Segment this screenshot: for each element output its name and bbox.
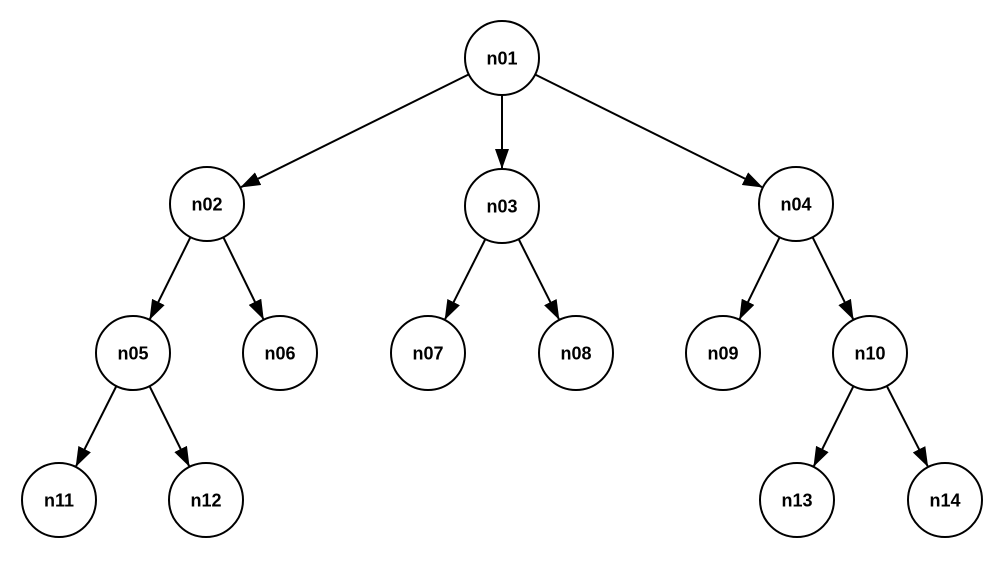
node-n08: n08 xyxy=(538,315,614,391)
edge-n05-n11 xyxy=(75,385,118,467)
edge-n04-n09 xyxy=(738,236,781,320)
node-label-n02: n02 xyxy=(191,194,222,214)
node-n13: n13 xyxy=(759,462,835,538)
node-n05: n05 xyxy=(95,315,171,391)
node-circle-n06 xyxy=(242,315,318,391)
node-label-n01: n01 xyxy=(486,48,517,68)
node-n09: n09 xyxy=(685,315,761,391)
node-label-n03: n03 xyxy=(486,196,517,216)
node-label-n11: n11 xyxy=(44,490,74,510)
node-label-n04: n04 xyxy=(780,194,811,214)
node-circle-n08 xyxy=(538,315,614,391)
node-n03: n03 xyxy=(464,168,540,244)
node-circle-n11 xyxy=(21,462,97,538)
node-label-n05: n05 xyxy=(117,343,148,363)
edge-n02-n06 xyxy=(222,236,265,320)
node-n06: n06 xyxy=(242,315,318,391)
node-label-n10: n10 xyxy=(854,343,885,363)
node-circle-n10 xyxy=(832,315,908,391)
node-circle-n01 xyxy=(464,20,540,96)
node-label-n06: n06 xyxy=(264,343,295,363)
node-n04: n04 xyxy=(758,166,834,242)
node-circle-n07 xyxy=(390,315,466,391)
edge-n04-n10 xyxy=(811,236,854,320)
node-circle-n03 xyxy=(464,168,540,244)
node-n07: n07 xyxy=(390,315,466,391)
edge-n01-n04 xyxy=(534,73,763,188)
edge-n01-n02 xyxy=(240,73,470,188)
edge-n02-n05 xyxy=(149,236,192,320)
edge-n03-n07 xyxy=(444,238,487,320)
node-label-n13: n13 xyxy=(781,490,812,510)
node-circle-n14 xyxy=(907,462,983,538)
node-n10: n10 xyxy=(832,315,908,391)
node-label-n09: n09 xyxy=(707,343,738,363)
edge-n10-n14 xyxy=(885,385,929,468)
edge-n10-n13 xyxy=(813,385,855,467)
node-n11: n11 xyxy=(21,462,97,538)
node-label-n07: n07 xyxy=(412,343,443,363)
node-circle-n02 xyxy=(169,166,245,242)
node-circle-n04 xyxy=(758,166,834,242)
node-n01: n01 xyxy=(464,20,540,96)
node-n14: n14 xyxy=(907,462,983,538)
node-circle-n13 xyxy=(759,462,835,538)
edge-n03-n08 xyxy=(517,238,560,320)
edge-n05-n12 xyxy=(148,385,190,467)
node-label-n12: n12 xyxy=(190,490,221,510)
node-n02: n02 xyxy=(169,166,245,242)
node-circle-n12 xyxy=(168,462,244,538)
node-label-n08: n08 xyxy=(560,343,591,363)
node-circle-n09 xyxy=(685,315,761,391)
node-circle-n05 xyxy=(95,315,171,391)
node-n12: n12 xyxy=(168,462,244,538)
node-label-n14: n14 xyxy=(929,490,960,510)
